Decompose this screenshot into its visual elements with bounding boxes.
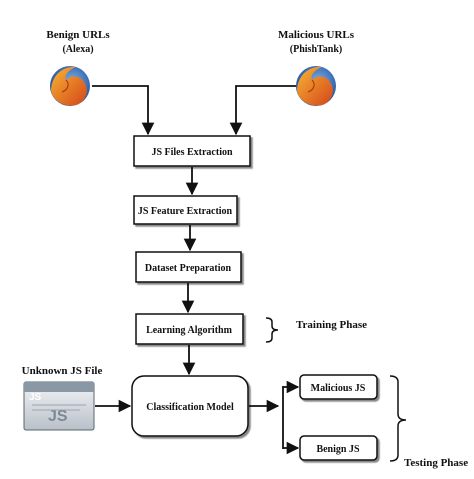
benign-urls-label: Benign URLs (Alexa) — [46, 29, 110, 55]
malicious-js-label: Malicious JS — [311, 383, 366, 394]
malicious-js-box: Malicious JS — [299, 374, 378, 400]
js-icon-watermark: JS — [48, 408, 68, 425]
js-files-extraction-label: JS Files Extraction — [151, 147, 233, 158]
testing-phase-bracket — [389, 375, 407, 462]
firefox-icon — [296, 66, 336, 106]
firefox-icon — [50, 66, 90, 106]
benign-to-extraction-arrow — [92, 85, 155, 136]
dataset-preparation-label: Dataset Preparation — [145, 263, 232, 274]
malicious-urls-label: Malicious URLs (PhishTank) — [278, 29, 355, 55]
testing-phase-label: Testing Phase — [404, 457, 468, 469]
training-phase-label: Training Phase — [296, 319, 367, 331]
malicious-to-extraction-arrow — [229, 85, 296, 136]
benign-urls-source: (Alexa) — [62, 44, 93, 55]
classification-model-box: Classification Model — [131, 375, 249, 437]
js-feature-extraction-box: JS Feature Extraction — [133, 195, 238, 225]
malicious-urls-title: Malicious URLs — [278, 29, 355, 41]
classification-model-label: Classification Model — [146, 402, 234, 413]
js-files-extraction-box: JS Files Extraction — [133, 135, 251, 167]
malicious-urls-source: (PhishTank) — [290, 44, 342, 55]
benign-js-box: Benign JS — [299, 435, 378, 461]
learning-algorithm-box: Learning Algorithm — [135, 313, 244, 345]
benign-js-label: Benign JS — [316, 444, 360, 455]
benign-urls-title: Benign URLs — [46, 29, 110, 41]
js-feature-extraction-label: JS Feature Extraction — [138, 206, 233, 217]
unknown-js-file-label: Unknown JS File — [22, 365, 103, 377]
js-icon-text: JS — [29, 392, 42, 403]
dataset-preparation-box: Dataset Preparation — [135, 251, 242, 283]
training-phase-bracket — [265, 317, 279, 343]
js-file-icon: JS JS — [23, 381, 95, 431]
learning-algorithm-label: Learning Algorithm — [146, 325, 233, 336]
